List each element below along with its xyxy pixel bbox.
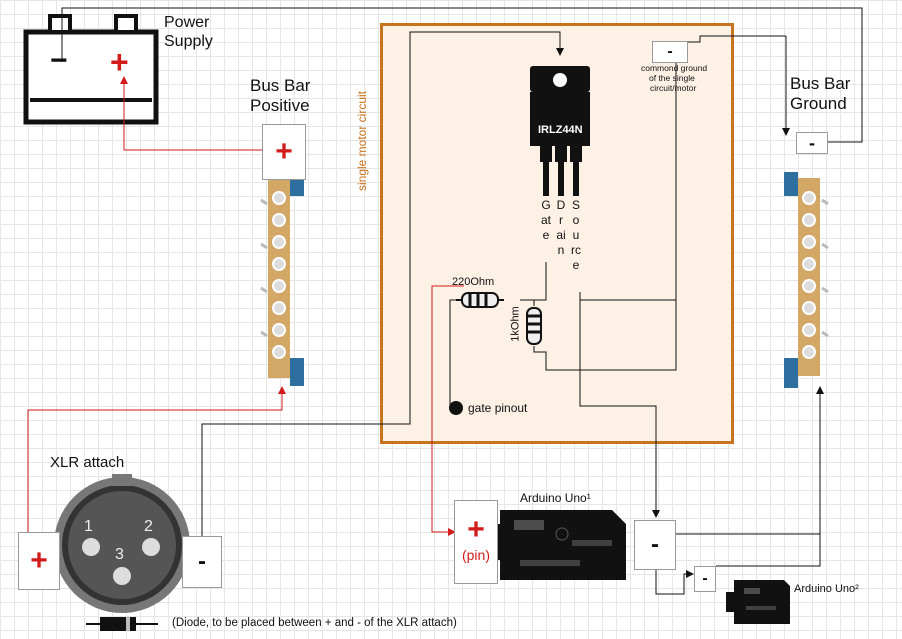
power-supply-label-1: Power xyxy=(164,14,210,31)
bus-bar-positive-icon xyxy=(260,180,304,386)
xlr-pin-2: 2 xyxy=(144,518,153,535)
arduino-1-pin-label: (pin) xyxy=(461,547,490,563)
pin-gate-label: Gate xyxy=(541,198,552,242)
bus-ground-label-1: Bus Bar xyxy=(790,74,851,93)
pin-drain-label: Drain xyxy=(556,198,566,257)
diode-note: (Diode, to be placed between + and - of … xyxy=(172,617,457,629)
mosfet-icon xyxy=(530,66,590,196)
bus-ground-label-2: Ground xyxy=(790,94,847,113)
motor-circuit-label: single motor circuit xyxy=(355,90,370,192)
resistor-220-icon xyxy=(456,292,504,308)
mosfet-name: IRLZ44N xyxy=(538,124,583,136)
xlr-plus-terminal: + xyxy=(18,532,60,590)
arduino-uno-2-icon xyxy=(726,580,790,624)
bus-positive-label-2: Positive xyxy=(250,96,310,115)
arduino-2-minus-terminal: - xyxy=(694,566,716,592)
common-ground-note-1: commond ground xyxy=(641,63,708,73)
gate-pinout-label: gate pinout xyxy=(468,401,528,415)
bus-bar-ground-icon xyxy=(784,172,829,388)
common-ground-terminal: - xyxy=(652,41,688,63)
pin-source-label: Source xyxy=(571,198,581,272)
arduino-1-label: Arduino Uno¹ xyxy=(520,491,591,505)
bus-ground-terminal: - xyxy=(796,132,828,154)
arduino-1-minus-terminal: - xyxy=(634,520,676,570)
battery-plus-symbol: + xyxy=(110,44,129,80)
resistor-pulldown-label: 1kOhm xyxy=(509,306,522,342)
arduino-uno-1-icon xyxy=(490,510,626,580)
bus-positive-terminal: + xyxy=(262,124,306,180)
battery-icon xyxy=(23,14,159,125)
xlr-pin-3: 3 xyxy=(115,546,124,563)
common-ground-note-2: of the single xyxy=(649,73,695,83)
xlr-connector-icon xyxy=(54,474,190,613)
arduino-2-label: Arduino Uno² xyxy=(794,583,859,595)
diode-icon xyxy=(86,617,158,631)
xlr-pin-1: 1 xyxy=(84,518,93,535)
bus-positive-label-1: Bus Bar xyxy=(250,76,311,95)
arduino-1-pin-terminal: + (pin) xyxy=(454,500,498,584)
xlr-label: XLR attach xyxy=(50,454,125,471)
battery-minus-symbol: − xyxy=(50,44,68,77)
power-supply-label-2: Supply xyxy=(164,33,213,50)
resistor-gate-label: 220Ohm xyxy=(452,276,495,288)
common-ground-note-3: circuit/motor xyxy=(650,83,697,93)
resistor-1k-icon xyxy=(526,307,542,345)
arduino-1-pin-plus: + xyxy=(467,513,485,546)
xlr-minus-terminal: - xyxy=(182,536,222,588)
